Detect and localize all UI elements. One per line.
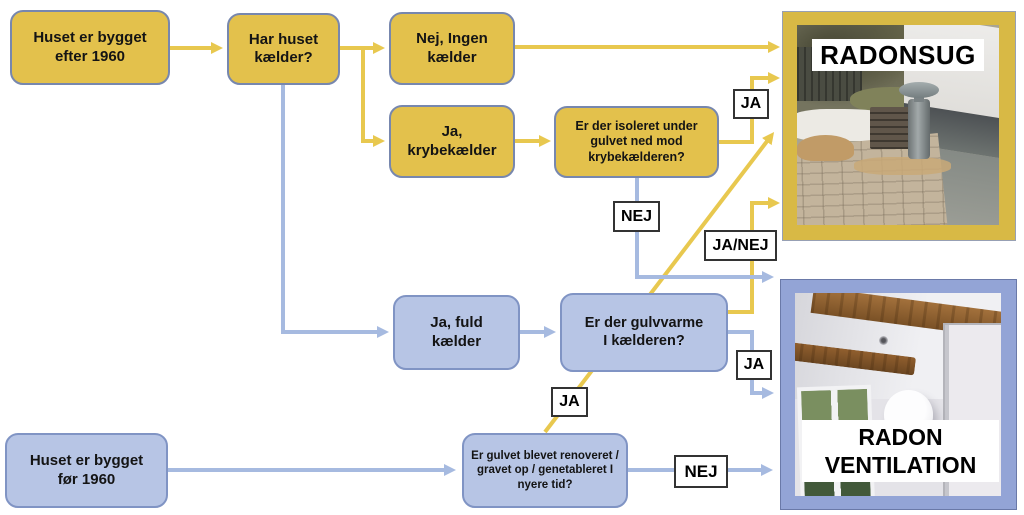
edge-label-floorheating-janej: JA/NEJ (704, 230, 777, 261)
sand-streak (853, 157, 951, 175)
ventilation-photo: RADON VENTILATION (795, 293, 1001, 496)
radonsug-outcome-frame: RADONSUG (782, 11, 1016, 241)
sand-mound (797, 135, 854, 161)
node-floor-renovated: Er gulvet blevet renoveret / gravet op /… (462, 433, 628, 508)
node-has-basement: Har huset kælder? (227, 13, 340, 85)
node-crawl-space: Ja, krybekælder (389, 105, 515, 178)
pipe-cap-stem (914, 94, 925, 102)
radon-suction-pipe (908, 99, 931, 159)
node-built-before-1960: Huset er bygget før 1960 (5, 433, 168, 508)
edge-label-floorheating-ja: JA (736, 350, 772, 380)
ventilation-caption: RADON VENTILATION (802, 420, 999, 482)
ceiling-spotlight-icon (879, 335, 889, 345)
node-no-basement: Nej, Ingen kælder (389, 12, 515, 85)
radonsug-photo: RADONSUG (797, 25, 999, 225)
edge-label-insulated-nej: NEJ (613, 201, 660, 232)
edge-label-renovated-ja: JA (551, 387, 588, 417)
node-full-basement: Ja, fuld kælder (393, 295, 520, 370)
edge-label-renovated-nej: NEJ (674, 455, 728, 488)
radonsug-caption: RADONSUG (812, 39, 984, 71)
node-floor-heating: Er der gulvvarme I kælderen? (560, 293, 728, 372)
edge-label-insulated-ja: JA (733, 89, 769, 119)
pipe-cap (899, 82, 940, 98)
node-insulated-under-floor: Er der isoleret under gulvet ned mod kry… (554, 106, 719, 178)
node-built-after-1960: Huset er bygget efter 1960 (10, 10, 170, 85)
ventilation-outcome-frame: RADON VENTILATION (780, 279, 1017, 510)
